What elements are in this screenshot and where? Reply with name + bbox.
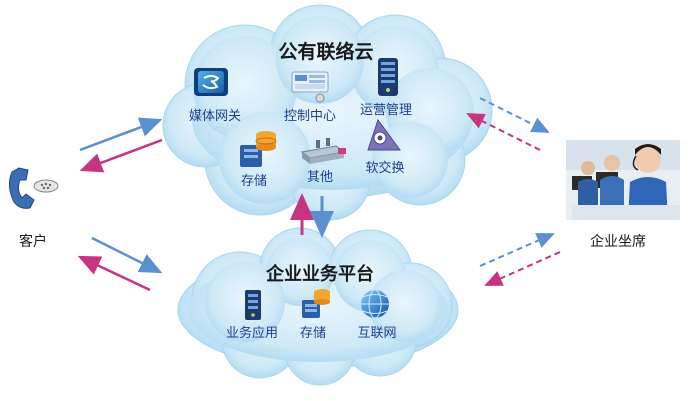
control-center-label: 控制中心 [284,109,336,124]
bottom-cloud-title: 企业业务平台 [265,263,374,285]
public-cloud-to-agent-arrow [479,97,550,133]
customer-label: 客户 [19,233,47,250]
business-app-label: 业务应用 [226,325,278,341]
internet-globe-icon [361,289,389,319]
public-cloud-to-customer-arrow [79,138,163,173]
softswitch-icon [367,118,401,151]
platform-storage-icon [302,289,330,318]
agent-to-platform-arrow [484,251,561,286]
top-cloud-title: 公有联络云 [278,40,373,63]
agent-photo [566,140,680,220]
storage-label: 存储 [241,174,267,189]
enterprise-platform-cloud: 企业业务平台 业务应用 存储 互联网 [177,227,459,386]
customer-phone-icon [8,167,59,209]
customer-to-platform-arrow [91,236,163,274]
control-center-icon [291,71,329,103]
agent-label: 企业坐席 [590,233,646,250]
agent-to-public-cloud-arrow [466,113,541,151]
softswitch-label: 软交换 [365,160,404,176]
other-label: 其他 [307,170,333,185]
network-switch-icon [300,138,346,164]
operations-label: 运营管理 [360,103,412,118]
platform-to-customer-arrow [77,255,151,292]
platform-storage-label: 存储 [300,326,326,341]
business-app-server-icon [245,290,261,320]
public-contact-cloud: 公有联络云 媒体网关 控制中心 运营管理 [162,4,493,221]
media-gateway-icon [194,68,228,96]
customer-to-public-cloud-arrow [79,117,163,152]
operations-server-icon [378,58,398,96]
platform-to-agent-arrow [479,233,555,267]
internet-label: 互联网 [357,326,396,341]
media-gateway-label: 媒体网关 [189,109,241,124]
storage-icon [240,131,277,167]
